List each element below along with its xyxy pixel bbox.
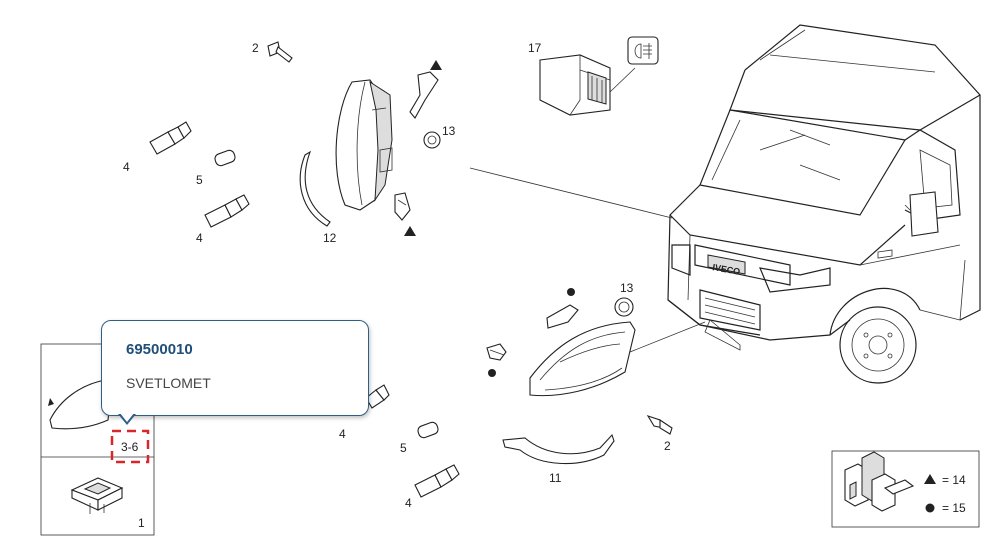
part-5-bulb-bottom[interactable] xyxy=(417,421,440,439)
part-4-bulb-upper-a[interactable] xyxy=(149,121,192,155)
part-17-switch-module[interactable] xyxy=(539,54,611,116)
part-11-trim-strip[interactable] xyxy=(502,433,615,465)
callout-2-bottom[interactable]: 2 xyxy=(664,439,671,453)
bracket-upper-bottom[interactable] xyxy=(546,304,579,329)
marker-legend: = 14 = 15 xyxy=(831,450,980,528)
part-13-grommet-top[interactable] xyxy=(423,131,441,149)
tooltip-part-number[interactable]: 69500010 xyxy=(126,341,193,358)
van-illustration: IVECO xyxy=(667,24,981,384)
legend-dot-text: = 15 xyxy=(942,501,966,515)
part-5-bulb-top[interactable] xyxy=(214,149,237,167)
iveco-badge: IVECO xyxy=(712,262,741,277)
leader-line-bottom xyxy=(629,321,706,353)
dot-marker-icon xyxy=(567,288,575,296)
callout-5-a[interactable]: 5 xyxy=(196,173,203,187)
part-4-bulb-lower-b[interactable] xyxy=(414,464,460,498)
fog-light-symbol-icon xyxy=(627,36,659,65)
part-1-switch[interactable] xyxy=(70,477,124,514)
callout-4-a[interactable]: 4 xyxy=(123,160,130,174)
legend-triangle-text: = 14 xyxy=(942,473,966,487)
bracket-upper-top[interactable] xyxy=(409,71,439,119)
legend-triangle-icon xyxy=(924,474,936,484)
callout-4-d[interactable]: 4 xyxy=(405,496,412,510)
callout-2-top[interactable]: 2 xyxy=(252,41,259,55)
part-2-screw-bottom[interactable] xyxy=(646,415,673,435)
callout-4-b[interactable]: 4 xyxy=(196,231,203,245)
callout-17[interactable]: 17 xyxy=(528,41,542,55)
dot-marker-icon xyxy=(488,369,496,377)
headlamp-assembly-top[interactable] xyxy=(335,79,393,211)
triangle-marker-icon xyxy=(404,226,416,236)
bracket-lower-bottom[interactable] xyxy=(486,343,507,361)
bracket-lower-top[interactable] xyxy=(394,192,411,221)
part-2-screw-top[interactable] xyxy=(267,41,293,63)
headlamp-assembly-bottom[interactable] xyxy=(529,321,636,397)
part-4-bulb-lower-a[interactable] xyxy=(365,384,390,409)
leader-line-switch xyxy=(609,67,636,93)
selected-part-highlight[interactable] xyxy=(110,429,150,464)
triangle-marker-icon xyxy=(430,60,442,70)
part-13-grommet-bottom[interactable] xyxy=(614,297,634,317)
callout-13-bottom[interactable]: 13 xyxy=(620,281,634,295)
tooltip-part-name: SVETLOMET xyxy=(126,375,211,391)
inset-panel: 1 3-6 xyxy=(40,343,155,536)
leader-line-top xyxy=(469,167,673,219)
inset-callout-1[interactable]: 1 xyxy=(138,516,145,530)
callout-13-top[interactable]: 13 xyxy=(442,124,456,138)
parts-kit-icon xyxy=(844,451,915,512)
callout-12[interactable]: 12 xyxy=(323,231,337,245)
callout-11[interactable]: 11 xyxy=(549,471,562,485)
callout-4-c[interactable]: 4 xyxy=(339,427,346,441)
tooltip-pointer-fill xyxy=(120,413,134,422)
inset-callout-ref[interactable]: 3-6 xyxy=(121,440,139,454)
legend-dot-icon xyxy=(925,503,935,513)
part-tooltip: 69500010 SVETLOMET xyxy=(101,320,369,416)
part-12-trim-strip[interactable] xyxy=(299,150,331,227)
part-4-bulb-upper-b[interactable] xyxy=(204,194,250,228)
callout-5-b[interactable]: 5 xyxy=(400,441,407,455)
